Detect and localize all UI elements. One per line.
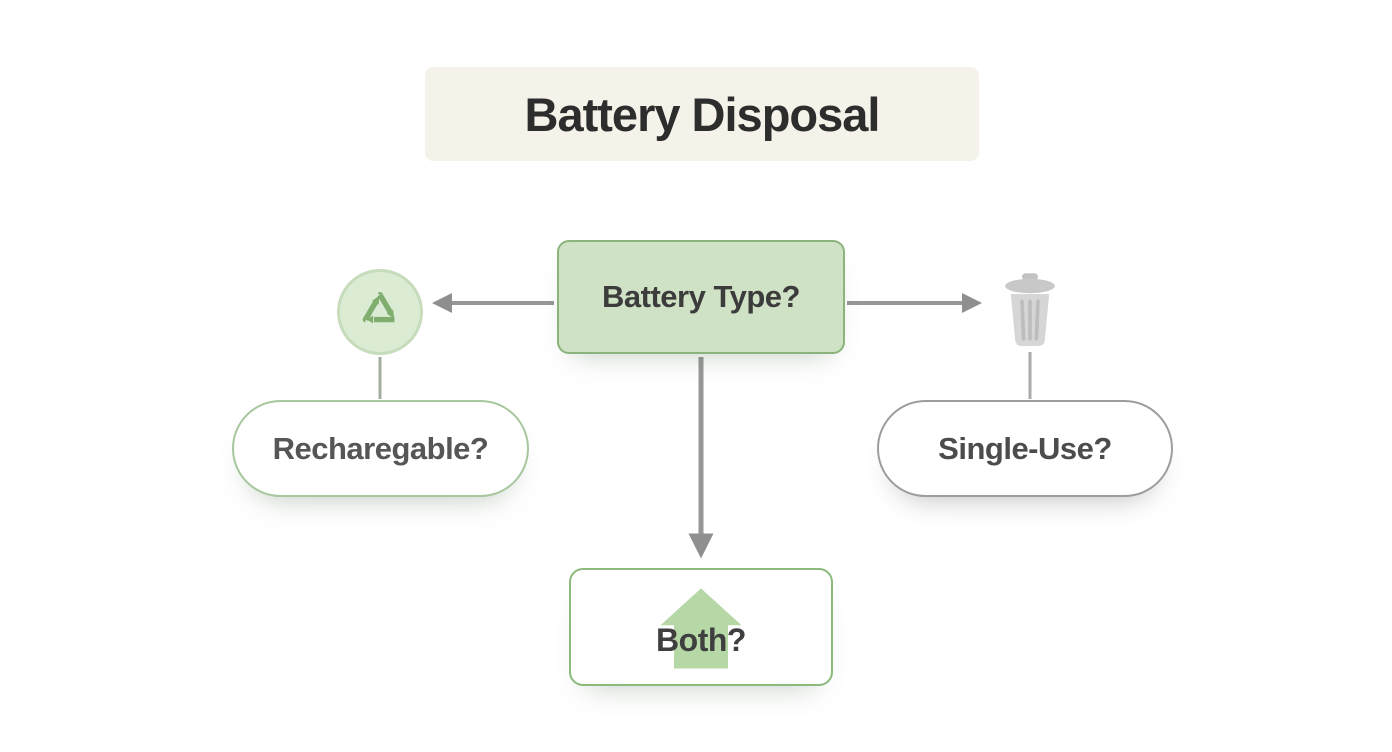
node-battery-type-label: Battery Type? [602,279,800,314]
title-banner: Battery Disposal [425,67,979,161]
trash-symbol [1005,273,1055,346]
node-single-use: Single-Use? [877,400,1173,497]
node-battery-type: Battery Type? [557,240,845,354]
diagram-title: Battery Disposal [524,87,881,141]
node-both-label: Both? [656,622,746,658]
node-both: Both? [569,568,833,686]
trash-icon [986,268,1074,352]
recycle-icon [337,269,423,355]
node-rechargeable: Recharegable? [232,400,529,497]
home-icon [660,588,742,669]
node-single-use-label: Single-Use? [938,430,1112,466]
node-rechargeable-label: Recharegable? [272,430,489,466]
recycle-symbol [362,292,398,324]
